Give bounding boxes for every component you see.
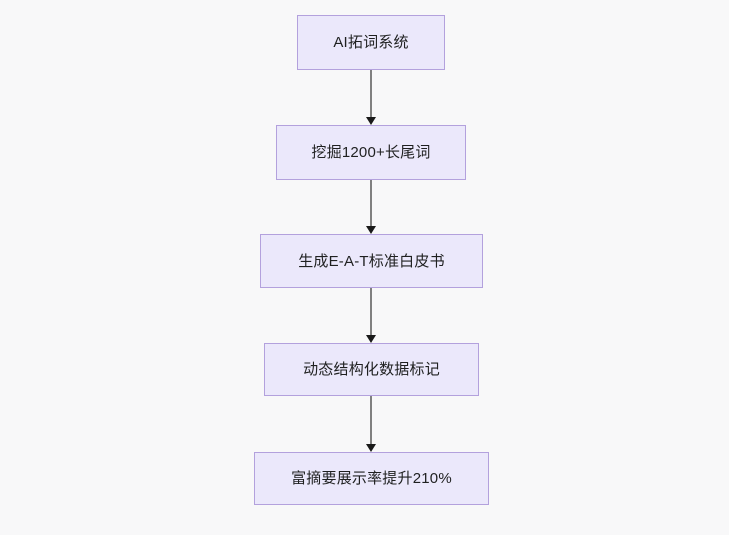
arrowhead-down-icon [366,117,376,125]
flowchart-connector-1 [364,70,378,125]
flowchart-node-label: 动态结构化数据标记 [303,361,440,378]
arrowhead-down-icon [366,444,376,452]
flowchart-node-mine-longtail-keywords[interactable]: 挖掘1200+长尾词 [276,125,466,180]
connector-line [370,396,372,445]
arrowhead-down-icon [366,335,376,343]
arrowhead-down-icon [366,226,376,234]
flowchart-node-generate-eat-whitepaper[interactable]: 生成E-A-T标准白皮书 [260,234,483,288]
flowchart-node-label: 生成E-A-T标准白皮书 [298,252,445,270]
flowchart-connector-4 [364,396,378,452]
flowchart-connector-2 [364,180,378,234]
flowchart-connector-3 [364,288,378,343]
connector-line [370,180,372,227]
flowchart-node-label: 挖掘1200+长尾词 [311,144,431,161]
flowchart-node-rich-snippet-uplift[interactable]: 富摘要展示率提升210% [254,452,489,505]
connector-line [370,288,372,336]
flowchart-node-dynamic-structured-data[interactable]: 动态结构化数据标记 [264,343,479,396]
connector-line [370,70,372,118]
flowchart-node-label: 富摘要展示率提升210% [291,470,452,487]
flowchart-node-ai-keyword-system[interactable]: AI拓词系统 [297,15,445,70]
flowchart-node-label: AI拓词系统 [333,34,409,51]
